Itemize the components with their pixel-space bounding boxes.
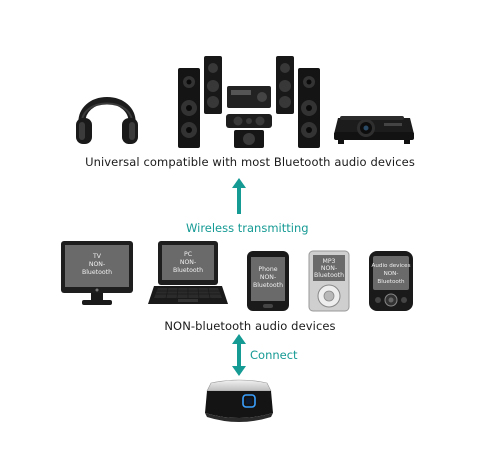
up-arrow-icon	[232, 178, 246, 214]
top-caption: Universal compatible with most Bluetooth…	[85, 155, 415, 169]
connect-label: Connect	[250, 348, 298, 362]
wireless-transmitting-label: Wireless transmitting	[186, 221, 309, 235]
phone-screen-line-3: Bluetooth	[253, 282, 283, 289]
bluetooth-transmitter-icon	[205, 379, 273, 422]
middle-caption: NON-bluetooth audio devices	[164, 319, 336, 333]
projector-icon	[334, 116, 414, 144]
audio-screen-line-1: Audio devices	[372, 263, 411, 269]
pc-screen-line-1: PC	[184, 251, 192, 258]
audio-device-icon: Audio devices NON- Bluetooth	[369, 251, 413, 311]
mp3-screen-line-2: NON-	[321, 265, 337, 272]
tv-screen-line-2: NON-	[89, 261, 105, 268]
pc-screen-line-3: Bluetooth	[173, 267, 203, 274]
mp3-screen-line-3: Bluetooth	[314, 272, 344, 279]
tv-screen-line-1: TV	[92, 253, 102, 260]
mp3-player-icon: MP3 NON- Bluetooth	[308, 250, 350, 312]
tv-screen-line-3: Bluetooth	[82, 269, 112, 276]
tv-monitor-icon: TV NON- Bluetooth	[61, 241, 133, 305]
phone-screen-line-2: NON-	[260, 274, 276, 281]
headphones-icon	[76, 97, 138, 144]
phone-icon: Phone NON- Bluetooth	[247, 251, 289, 311]
audio-screen-line-3: Bluetooth	[377, 279, 405, 285]
mp3-screen-line-1: MP3	[322, 258, 335, 265]
double-arrow-icon	[232, 334, 246, 376]
laptop-icon: PC NON- Bluetooth	[148, 241, 228, 304]
home-theater-speakers-icon	[178, 56, 320, 148]
audio-screen-line-2: NON-	[384, 271, 399, 277]
pc-screen-line-2: NON-	[180, 259, 196, 266]
phone-screen-line-1: Phone	[258, 266, 277, 273]
